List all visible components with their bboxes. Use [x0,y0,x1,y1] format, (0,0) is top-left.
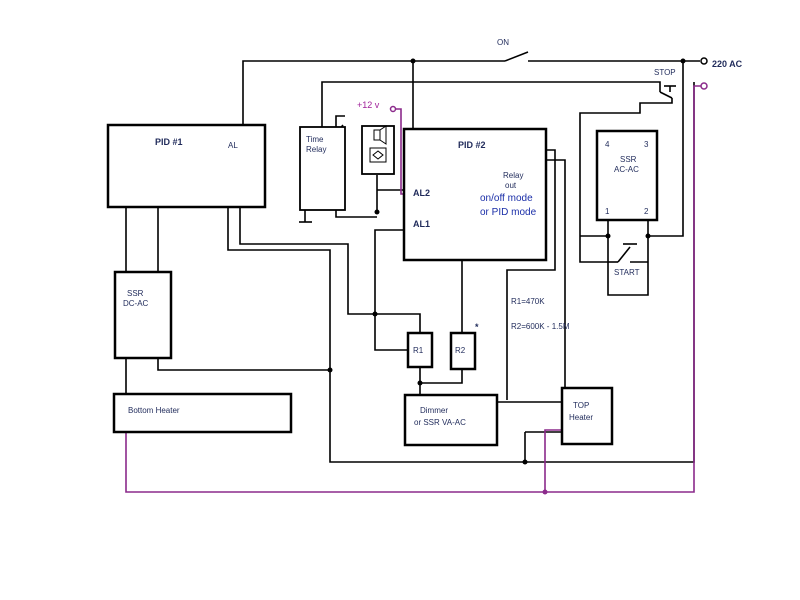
pid1-title: PID #1 [155,137,183,147]
junction [327,367,333,373]
junctions [327,57,708,495]
pid2-al2-label: AL2 [413,188,430,198]
r2-label: R2 [455,346,466,355]
r2-asterisk: * [475,322,479,332]
diode-bridge-icon [369,147,387,163]
pid2-title: PID #2 [458,140,486,150]
pid1-box [106,123,267,209]
junction [605,233,611,239]
terminal-plus12 [389,105,397,113]
dimmer-label-2: or SSR VA-AC [414,418,466,427]
ssr-ac-pin3: 3 [644,140,649,149]
buzzer-box [361,125,395,175]
ssr-dc-label-2: DC-AC [123,299,149,308]
pid2-mode-1: on/off mode [480,193,533,204]
wire-r1-r2-bottom [419,367,463,384]
dimmer-block: Dimmer or SSR VA-AC [403,393,499,447]
wire-ssr-ac-pins [607,220,649,296]
time-relay-box [299,126,346,211]
r1-value-label: R1=470K [511,297,545,306]
pid2-box [402,127,548,262]
on-switch-blade [504,51,529,62]
r1-label: R1 [413,346,424,355]
top-heater-block: TOP Heater [560,386,614,446]
r1-block: R1 [406,331,434,369]
dimmer-box [403,393,499,447]
r2-box [449,331,477,371]
wire-time-relay-to-buzzer [335,210,377,218]
wire-ssr-to-bus [157,358,330,371]
dimmer-label-1: Dimmer [420,406,448,415]
junction [374,209,380,215]
wire-pid1-to-r1 [239,195,421,333]
top-heater-box [560,386,614,446]
wire-time-relay-top [335,115,345,128]
ssr-dc-label-1: SSR [127,289,144,298]
purple-top-heater [544,429,562,492]
r1-box [406,331,434,369]
top-heater-label-2: Heater [569,413,593,422]
pid2-block: PID #2 AL2 AL1 Relay out on/off mode or … [402,127,548,262]
pid1-al-label: AL [228,141,238,150]
bottom-heater-label: Bottom Heater [128,406,180,415]
junction [417,380,423,386]
diode-icon [372,150,384,160]
stop-switch-blade [659,91,673,99]
ssr-ac-block: 4 3 SSR AC-AC 1 2 [595,129,659,222]
time-relay-block: Time Relay [299,126,346,211]
junction [410,58,416,64]
bottom-heater-box [112,392,293,434]
start-switch-label: START [614,268,640,277]
r2-block: R2 * [449,322,479,371]
supply-plus12-label: +12 v [357,100,380,110]
r2-value-label: R2=600K - 1.5M [511,322,570,331]
terminal-220-live [700,57,708,65]
junction [522,459,528,465]
time-relay-label-1: Time [306,135,324,144]
wire-mains-top-left [242,60,505,125]
supply-220-label: 220 AC [712,59,743,69]
wire-time-relay-feed [321,81,661,128]
ssr-ac-label-1: SSR [620,155,637,164]
bottom-heater-block: Bottom Heater [112,392,293,434]
pid2-al1-label: AL1 [413,219,430,229]
wire-mains-right [648,61,684,237]
ssr-dc-box [113,270,173,360]
wire-stop-to-ssr [579,98,673,263]
pid2-mode-2: or PID mode [480,207,537,218]
buzzer-block [361,125,395,175]
pid2-relay-label-2: out [505,181,517,190]
time-relay-label-2: Relay [306,145,326,154]
top-heater-label-1: TOP [573,401,589,410]
junction [645,233,651,239]
terminal-220-neutral [700,82,708,90]
start-switch-blade [617,246,631,263]
ssr-ac-box [595,129,659,222]
on-switch-label: ON [497,38,509,47]
junction [680,58,686,64]
purple-neutral-loop [125,85,704,493]
stop-switch-label: STOP [654,68,676,77]
ssr-dc-block: SSR DC-AC [113,270,173,360]
speaker-cone-icon [379,125,387,145]
pid2-relay-label-1: Relay [503,171,523,180]
ssr-ac-pin4: 4 [605,140,610,149]
ssr-ac-pin2: 2 [644,207,649,216]
junction [542,489,548,495]
ssr-ac-pin1: 1 [605,207,610,216]
junction [372,311,378,317]
pid1-block: PID #1 AL [106,123,267,209]
ssr-ac-label-2: AC-AC [614,165,639,174]
